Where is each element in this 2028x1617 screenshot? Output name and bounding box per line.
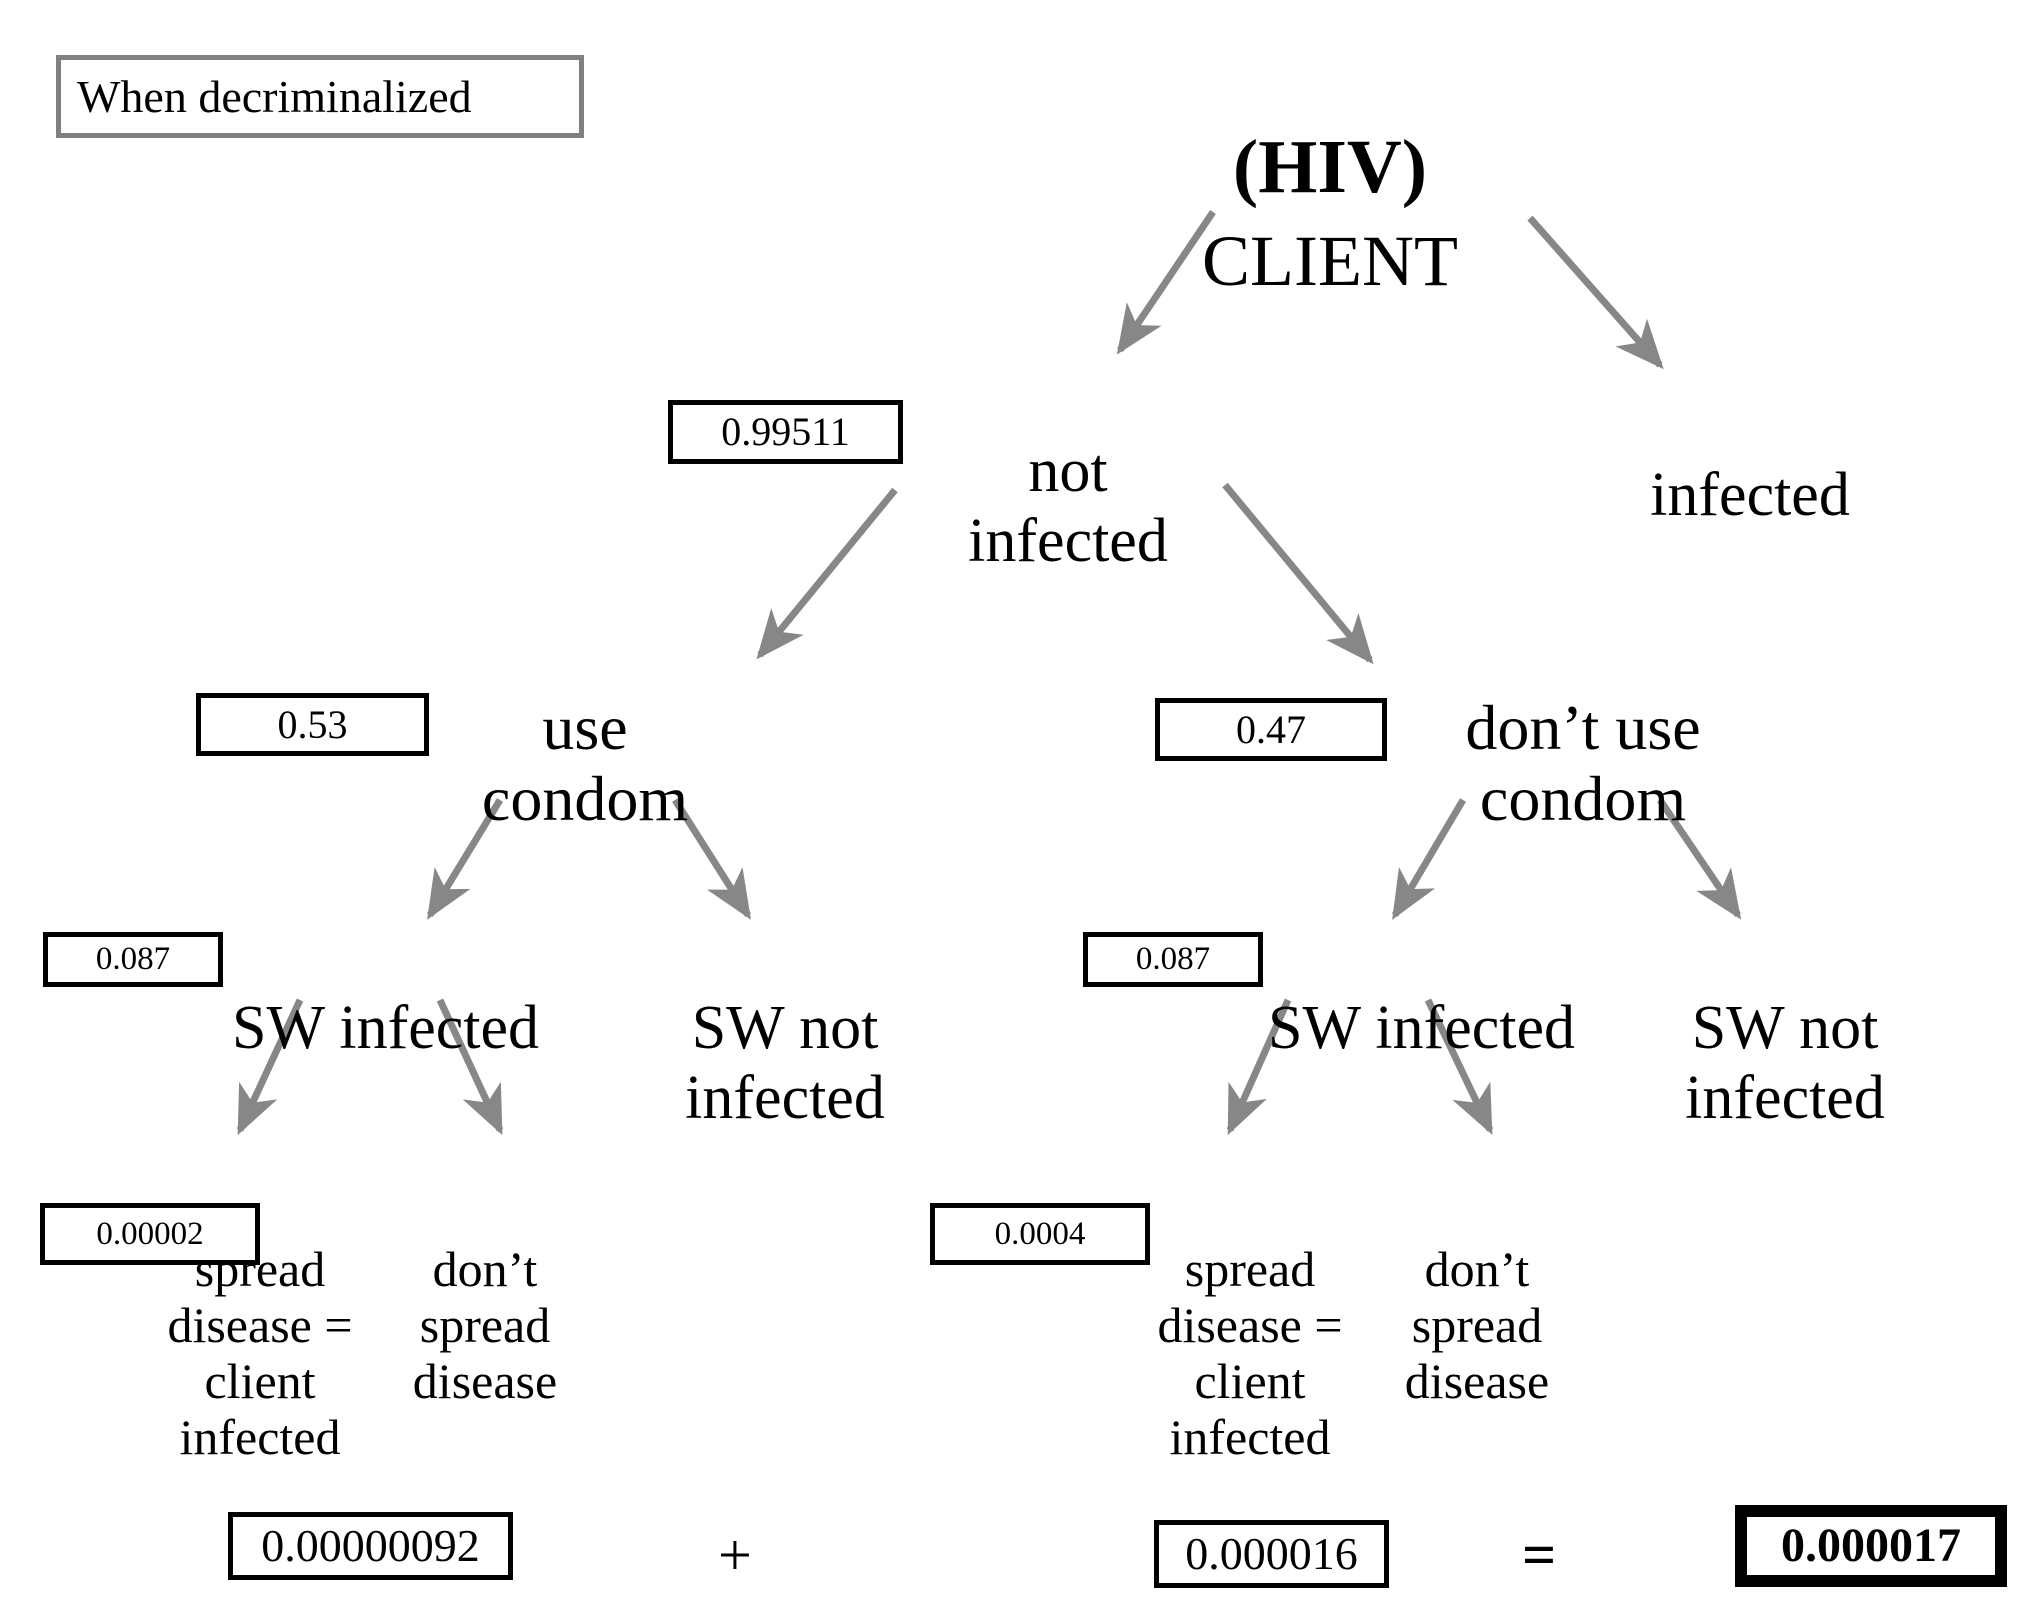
plus-operator: +	[718, 1525, 752, 1585]
node-sw-infected-right-label: SW infected	[1268, 994, 1576, 1063]
node-no-spread-right: don’t spread disease	[1362, 1185, 1592, 1409]
summary-result-box: 0.000017	[1735, 1505, 2007, 1587]
prob-spread-left-value: 0.00002	[96, 1215, 204, 1252]
prob-spread-right-value: 0.0004	[994, 1215, 1086, 1252]
root-node-client: CLIENT	[1120, 140, 1540, 301]
node-spread-disease-right: spread disease = client infected	[1140, 1185, 1360, 1465]
node-infected: infected	[1540, 392, 1960, 531]
prob-box-use-condom: 0.53	[196, 693, 429, 756]
prob-no-condom-value: 0.47	[1236, 706, 1306, 752]
summary-left-term: 0.00000092	[261, 1520, 480, 1571]
node-spread-disease-left: spread disease = client infected	[150, 1185, 370, 1465]
node-sw-not-infected-right: SW not infected	[1650, 925, 1920, 1133]
prob-box-sw-infected-left: 0.087	[43, 932, 223, 987]
node-sw-not-infected-left-label: SW not infected	[685, 994, 885, 1132]
node-spread-disease-left-label: spread disease = client infected	[167, 1241, 353, 1465]
node-sw-infected-right: SW infected	[1268, 925, 1668, 1064]
summary-left-term-box: 0.00000092	[228, 1512, 513, 1580]
node-use-condom-label: use condom	[481, 691, 689, 835]
node-no-spread-left: don’t spread disease	[370, 1185, 600, 1409]
node-not-infected-label: not infected	[968, 437, 1168, 575]
root-client-label: CLIENT	[1202, 220, 1458, 301]
node-sw-not-infected-left: SW not infected	[650, 925, 920, 1133]
node-sw-not-infected-right-label: SW not infected	[1685, 994, 1885, 1132]
node-no-condom-label: don’t use condom	[1465, 691, 1701, 835]
prob-box-sw-infected-right: 0.087	[1083, 932, 1263, 987]
node-use-condom: use condom	[430, 620, 740, 835]
node-sw-infected-left-label: SW infected	[232, 994, 540, 1063]
root-hiv-label: (HIV)	[1232, 125, 1428, 210]
equals-operator-glyph: =	[1522, 1522, 1557, 1588]
prob-box-spread-left: 0.00002	[40, 1203, 260, 1265]
edge-not-infected-to-use-condom	[756, 487, 898, 660]
edge-root-to-infected	[1527, 215, 1664, 370]
plus-operator-glyph: +	[718, 1522, 752, 1588]
prob-sw-infected-left-value: 0.087	[95, 941, 171, 977]
node-no-spread-right-label: don’t spread disease	[1404, 1241, 1550, 1409]
prob-not-infected-value: 0.99511	[721, 409, 850, 454]
node-no-condom: don’t use condom	[1408, 620, 1758, 835]
banner-label: When decriminalized	[77, 70, 472, 122]
summary-result: 0.000017	[1781, 1519, 1961, 1572]
summary-right-term: 0.000016	[1185, 1528, 1358, 1579]
when-decriminalized-banner: When decriminalized	[56, 55, 584, 138]
edge-not-infected-to-no-condom	[1222, 482, 1374, 665]
prob-use-condom-value: 0.53	[277, 701, 348, 747]
node-spread-disease-right-label: spread disease = client infected	[1157, 1241, 1343, 1465]
prob-box-not-infected: 0.99511	[668, 400, 903, 464]
prob-box-spread-right: 0.0004	[930, 1203, 1150, 1265]
equals-operator: =	[1522, 1525, 1556, 1585]
prob-box-no-condom: 0.47	[1155, 698, 1387, 761]
node-sw-infected-left: SW infected	[232, 925, 632, 1064]
node-infected-label: infected	[1650, 461, 1850, 530]
node-not-infected: not infected	[918, 368, 1218, 576]
node-no-spread-left-label: don’t spread disease	[412, 1241, 558, 1409]
prob-sw-infected-right-value: 0.087	[1135, 941, 1211, 977]
summary-right-term-box: 0.000016	[1154, 1520, 1389, 1588]
root-node-hiv: (HIV)	[1140, 40, 1520, 210]
